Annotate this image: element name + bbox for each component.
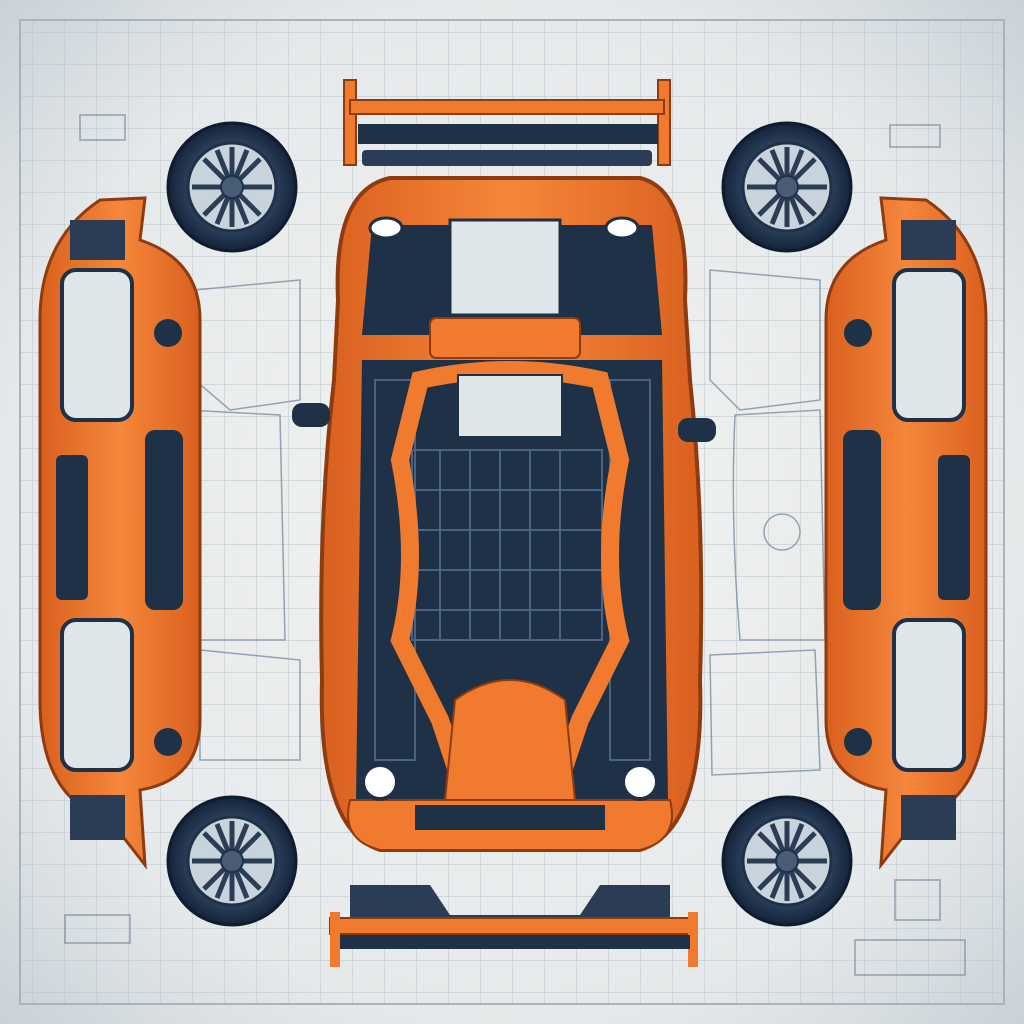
rear-wing: [343, 79, 671, 166]
wheel-bottom-right: [723, 797, 851, 925]
front-splitter: [329, 885, 698, 967]
right-side-panel: [824, 196, 988, 867]
mirror-left: [292, 403, 330, 427]
car-body-top-view: [319, 176, 704, 852]
wheel-bottom-left: [168, 797, 296, 925]
wheel-top-left: [168, 123, 296, 251]
wheel-top-right: [723, 123, 851, 251]
left-side-panel: [38, 196, 202, 867]
mirror-right: [678, 418, 716, 442]
